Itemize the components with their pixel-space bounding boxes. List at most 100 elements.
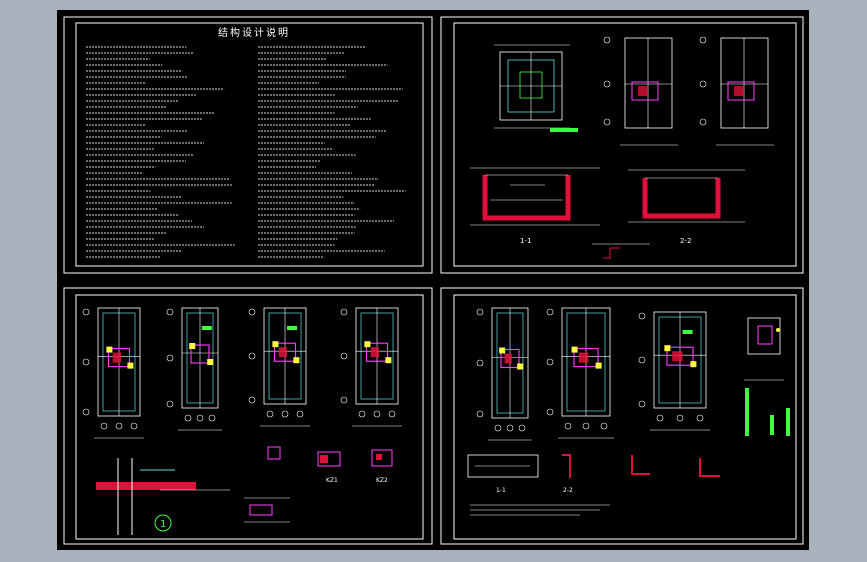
grid-axis-bubble <box>656 414 664 422</box>
right-section-a-label: 1-1 <box>496 487 506 494</box>
plan-core-fill <box>672 351 683 362</box>
right-small-detail <box>744 317 790 436</box>
right-floor-plans <box>476 307 710 441</box>
grid-axis-bubble <box>546 308 554 316</box>
grid-axis-bubble <box>248 308 256 316</box>
detail-circle-number: 1 <box>160 519 166 530</box>
left-bottom-detail-section: 1 <box>96 458 230 535</box>
grid-axis-bubble <box>494 424 502 432</box>
section-2-2-label: 2-2 <box>680 237 691 245</box>
plan-core-fill <box>578 352 589 363</box>
plans-left-frame: 1 KZ1 KZ2 <box>63 287 433 545</box>
plan-column <box>690 361 697 368</box>
grid-axis-bubble <box>281 410 289 418</box>
grid-axis-bubble <box>248 396 256 404</box>
sections-frame: 1-1 2-2 <box>440 16 804 274</box>
grid-axis-bubble <box>184 414 192 422</box>
sections-small-detail <box>592 243 650 259</box>
notes-text-lines <box>86 46 406 258</box>
grid-axis-bubble <box>130 422 138 430</box>
plan-tag <box>201 326 212 330</box>
grid-axis-bubble <box>476 359 484 367</box>
plan-column <box>517 363 524 370</box>
grid-axis-bubble <box>638 400 646 408</box>
plan-column <box>272 341 279 348</box>
right-bottom-details: 1-1 2-2 <box>467 454 720 516</box>
left-bottom-column-details: KZ1 KZ2 <box>244 446 393 523</box>
grid-axis-bubble <box>208 414 216 422</box>
plan-core <box>500 348 520 369</box>
grid-axis-bubble <box>676 414 684 422</box>
section-1-1-drawing: 1-1 <box>470 167 600 245</box>
plan-tag <box>287 326 298 330</box>
grid-axis-bubble <box>248 352 256 360</box>
notes-frame: 结构设计说明 <box>63 16 433 274</box>
grid-axis-bubble <box>388 410 396 418</box>
section-2-2-drawing: 2-2 <box>628 169 745 245</box>
detail-kz2-label: KZ2 <box>376 477 388 484</box>
plan-core-fill <box>278 347 288 358</box>
grid-axis-bubble <box>373 410 381 418</box>
grid-axis-bubble <box>266 410 274 418</box>
detail-kz1-label: KZ1 <box>326 477 338 484</box>
plan-core-fill <box>112 352 122 363</box>
grid-axis-bubble <box>166 400 174 408</box>
plan-core-fill <box>370 347 380 358</box>
plan-core <box>273 342 297 362</box>
plan-column <box>207 359 214 365</box>
plan-column <box>385 357 392 364</box>
plan-core-fill <box>504 353 512 364</box>
sections-small-plan <box>494 44 578 132</box>
plan-column <box>106 346 113 353</box>
grid-axis-bubble <box>358 410 366 418</box>
plan-core <box>666 346 694 366</box>
grid-axis-bubble <box>82 358 90 366</box>
plan-core <box>107 348 131 368</box>
drawing-sheet <box>57 10 809 550</box>
plan-column <box>189 343 196 349</box>
sections-grid-plan-b <box>699 36 774 146</box>
plan-column <box>364 341 371 348</box>
grid-axis-bubble <box>546 408 554 416</box>
grid-axis-bubble <box>115 422 123 430</box>
grid-axis-bubble <box>518 424 526 432</box>
grid-axis-bubble <box>600 422 608 430</box>
grid-axis-bubble <box>476 410 484 418</box>
grid-axis-bubble <box>638 312 646 320</box>
plan-column <box>499 347 506 354</box>
detail-circle-mark <box>154 514 172 532</box>
grid-axis-bubble <box>196 414 204 422</box>
plan-core <box>190 344 210 364</box>
grid-axis-bubble <box>340 308 348 316</box>
grid-axis-bubble <box>582 422 590 430</box>
grid-axis-bubble <box>340 352 348 360</box>
grid-axis-bubble <box>696 414 704 422</box>
grid-axis-bubble <box>638 356 646 364</box>
grid-axis-bubble <box>166 354 174 362</box>
plan-column <box>595 362 602 369</box>
plan-core <box>573 348 599 368</box>
plans-right-frame: 1-1 2-2 <box>440 287 804 545</box>
plan-column <box>293 357 300 364</box>
plan-column <box>571 346 578 353</box>
plan-column <box>127 362 134 369</box>
plan-tag <box>682 330 693 334</box>
grid-axis-bubble <box>82 308 90 316</box>
grid-axis-bubble <box>546 358 554 366</box>
plan-core <box>365 342 389 362</box>
grid-axis-bubble <box>166 308 174 316</box>
plan-column <box>664 345 671 352</box>
grid-axis-bubble <box>506 424 514 432</box>
grid-axis-bubble <box>476 308 484 316</box>
grid-axis-bubble <box>564 422 572 430</box>
section-1-1-label: 1-1 <box>520 237 531 245</box>
notes-title: 结构设计说明 <box>218 26 290 39</box>
sections-grid-plan-a <box>603 36 678 146</box>
left-floor-plans <box>82 307 402 439</box>
grid-axis-bubble <box>100 422 108 430</box>
grid-axis-bubble <box>296 410 304 418</box>
right-section-b-label: 2-2 <box>563 487 573 494</box>
grid-axis-bubble <box>82 408 90 416</box>
grid-axis-bubble <box>340 396 348 404</box>
